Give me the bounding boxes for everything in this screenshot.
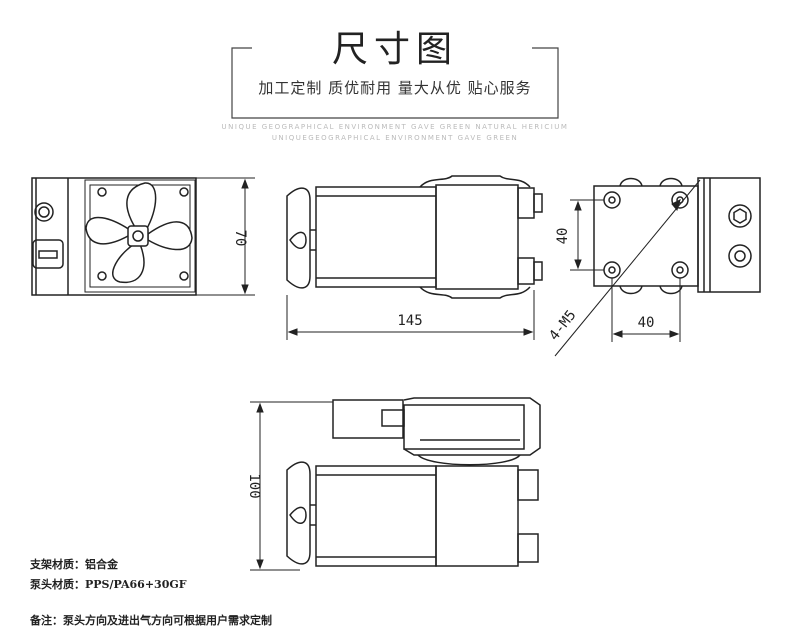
- customization-remark: 备注：泵头方向及进出气方向可根据用户需求定制: [30, 614, 272, 627]
- vertical-hole-spacing-label: 40: [555, 228, 571, 245]
- total-height-dimension-line: [250, 401, 333, 571]
- length-dimension-label: 145: [397, 313, 422, 329]
- thread-spec-label: 4-M5: [546, 307, 579, 343]
- tagline-primary: UNIQUE GEOGRAPHICAL ENVIRONMENT GAVE GRE…: [221, 123, 569, 131]
- page-subtitle: 加工定制 质优耐用 量大从优 贴心服务: [258, 79, 532, 97]
- height-dimension-line: [196, 177, 255, 296]
- bracket-material-note: 支架材质：铝合金: [30, 558, 118, 571]
- length-dimension-line: [286, 290, 535, 340]
- pump-head-material-note: 泵头材质：PPS/PA66+30GF: [30, 578, 187, 591]
- pump-head-end-view: [593, 177, 761, 295]
- horizontal-hole-spacing-label: 40: [638, 315, 655, 331]
- pump-side-view: [286, 175, 543, 299]
- tagline-secondary: UNIQUEGEOGRAPHICAL ENVIRONMENT GAVE GREE…: [271, 134, 519, 142]
- title-frame: [231, 47, 559, 119]
- fan-blades: [85, 182, 193, 284]
- thread-leader-line: [554, 179, 701, 357]
- height-dimension-label: 70: [232, 230, 248, 247]
- total-height-dimension-label: 100: [246, 473, 262, 498]
- vertical-hole-spacing-line: [570, 199, 604, 271]
- page-title: 尺寸图: [331, 29, 458, 70]
- horizontal-hole-spacing-line: [611, 278, 681, 342]
- pump-top-view: [286, 397, 541, 567]
